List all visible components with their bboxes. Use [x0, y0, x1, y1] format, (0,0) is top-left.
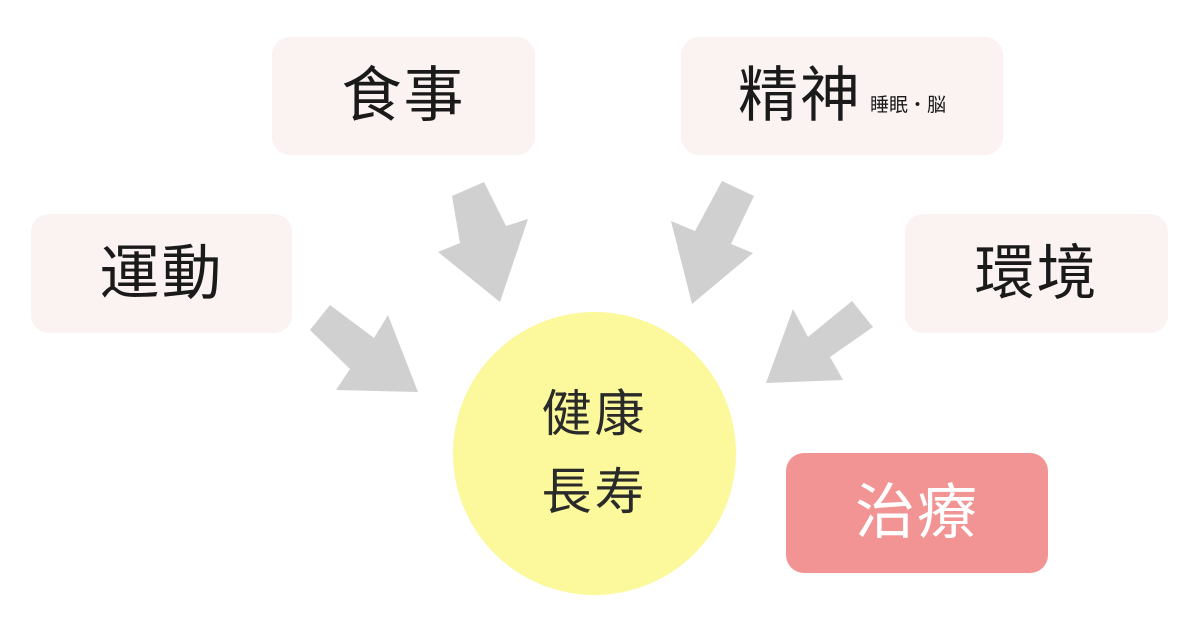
factor-note-mind: 睡眠・脳: [869, 93, 946, 116]
factor-label-environment: 環境: [974, 238, 1099, 309]
factor-label-treatment: 治療: [855, 478, 979, 548]
factor-box-exercise: 運動: [31, 214, 292, 333]
factor-box-food: 食事: [272, 37, 535, 155]
center-label-line1: 健康: [541, 385, 648, 443]
factor-box-mind: 精神 睡眠・脳: [681, 37, 1003, 155]
factor-box-treatment: 治療: [786, 453, 1048, 573]
factor-label-exercise: 運動: [99, 238, 224, 309]
arrow-exercise-to-center: [310, 305, 418, 392]
center-circle-health-longevity: 健康 長寿: [453, 312, 736, 595]
factor-label-mind: 精神: [737, 61, 862, 131]
arrow-environment-to-center: [766, 301, 873, 383]
factor-box-environment: 環境: [905, 214, 1168, 333]
factor-label-food: 食事: [341, 61, 466, 131]
arrow-food-to-center: [438, 182, 528, 302]
center-label-line2: 長寿: [541, 462, 648, 521]
arrow-mind-to-center: [671, 181, 754, 304]
